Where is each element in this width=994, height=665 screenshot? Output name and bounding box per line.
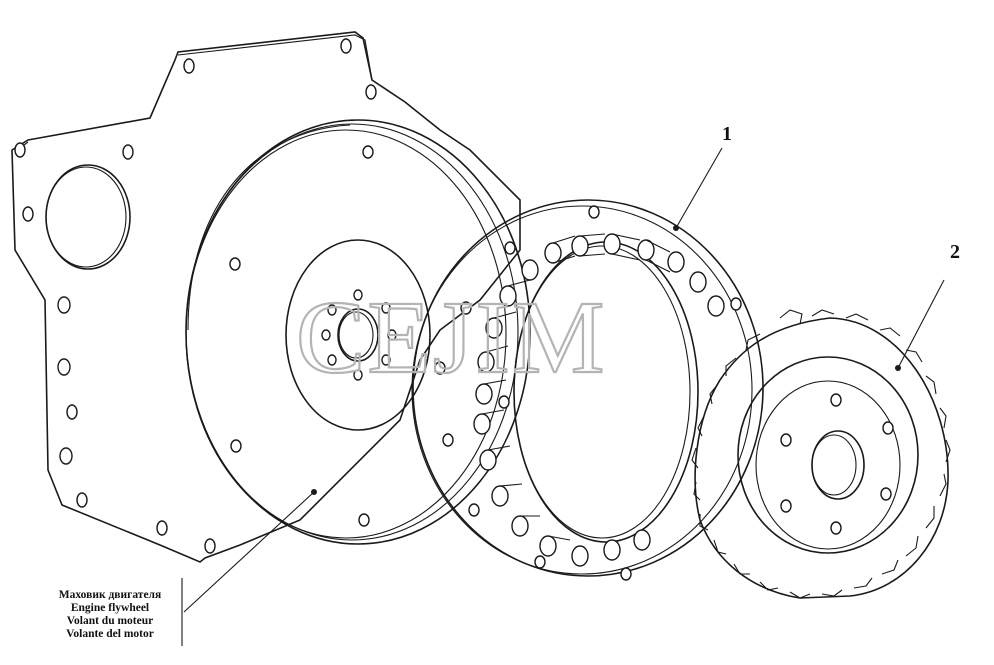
- flywheel-center-bolt-holes: [321, 289, 397, 381]
- legend-line-fr: Volant du moteur: [66, 615, 154, 627]
- watermark-text: CEJIM: [296, 280, 606, 395]
- flywheel-rim-holes: [229, 145, 374, 527]
- flywheel-legend: Маховик двигателя Engine flywheel Volant…: [40, 589, 180, 641]
- rubber-inserts: [473, 233, 725, 567]
- leader-lines: [181, 147, 945, 646]
- housing-bolt-holes: [14, 38, 377, 554]
- callout-1: 1: [722, 123, 732, 145]
- coupling-ring-bolt-holes: [434, 205, 742, 581]
- flywheel-housing-plate: [11, 31, 521, 563]
- engine-flywheel: [185, 119, 531, 545]
- toothed-hub: [691, 309, 951, 599]
- hub-bolt-holes: [780, 393, 894, 535]
- legend-line-es: Volante del motor: [66, 628, 154, 640]
- callout-2: 2: [950, 241, 960, 263]
- legend-line-ru: Маховик двигателя: [58, 589, 162, 601]
- legend-line-en: Engine flywheel: [70, 602, 150, 614]
